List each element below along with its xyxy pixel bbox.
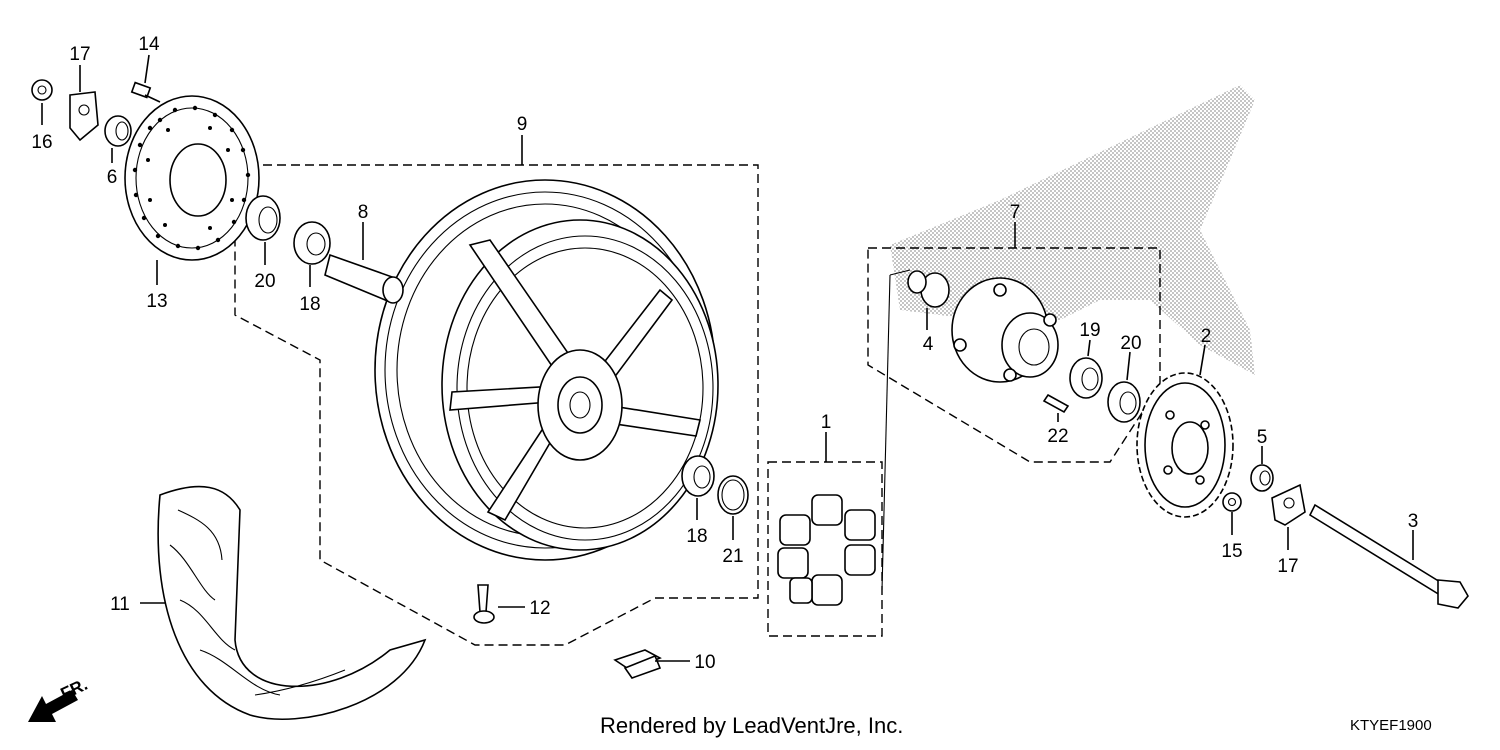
part-label-20-right: 20 — [1120, 333, 1141, 354]
hub-group-outline — [867, 247, 1161, 463]
nut-15 — [1222, 492, 1242, 512]
part-label-2: 2 — [1201, 326, 1212, 347]
collar-6 — [104, 115, 132, 147]
part-label-12: 12 — [529, 598, 550, 619]
bearing-20-left — [245, 195, 281, 241]
brake-disc — [124, 95, 260, 261]
bracket-17-right — [1271, 483, 1306, 526]
spacer-8 — [324, 253, 404, 304]
clip-10 — [613, 649, 662, 679]
footer-credit: Rendered by LeadVentJre, Inc. — [600, 713, 903, 738]
nut-16 — [31, 79, 53, 101]
bearing-18-left — [293, 221, 331, 265]
diagram-code: KTYEF1900 — [1350, 717, 1432, 734]
part-label-15: 15 — [1221, 541, 1242, 562]
part-label-17-left: 17 — [69, 44, 90, 65]
collar-4 — [907, 270, 950, 308]
part-label-22: 22 — [1047, 426, 1068, 447]
part-label-17-right: 17 — [1277, 556, 1298, 577]
ring-21 — [717, 475, 749, 515]
part-label-5: 5 — [1257, 427, 1268, 448]
driven-flange — [951, 277, 1059, 383]
wheel-group-outline — [234, 164, 759, 646]
part-label-1: 1 — [821, 412, 832, 433]
bracket-17-left — [69, 91, 99, 142]
damper-rubbers — [777, 494, 876, 606]
part-label-4: 4 — [923, 334, 934, 355]
damper-group-outline — [767, 461, 883, 637]
tire — [157, 485, 427, 720]
leader-lines — [41, 54, 1414, 662]
front-direction-arrow: FR. — [28, 675, 91, 722]
bearing-19 — [1069, 357, 1103, 399]
wheel — [374, 179, 719, 561]
part-label-14: 14 — [138, 34, 160, 55]
bearing-20-right — [1107, 381, 1141, 423]
collar-5 — [1250, 464, 1274, 492]
part-label-3: 3 — [1408, 511, 1419, 532]
pin-22 — [1042, 393, 1070, 414]
part-label-19: 19 — [1079, 320, 1100, 341]
sprocket — [1136, 372, 1234, 518]
part-label-11: 11 — [110, 594, 130, 615]
part-label-9: 9 — [517, 114, 528, 135]
part-label-20-left: 20 — [254, 271, 275, 292]
part-label-7: 7 — [1010, 202, 1021, 223]
part-label-18-left: 18 — [299, 294, 320, 315]
part-label-21: 21 — [722, 546, 743, 567]
part-label-13: 13 — [146, 291, 167, 312]
axle-3 — [1308, 503, 1469, 609]
bearing-18-right — [681, 455, 715, 497]
part-label-18-right: 18 — [686, 526, 707, 547]
valve-12 — [473, 584, 495, 624]
part-label-6: 6 — [107, 167, 118, 188]
part-label-16: 16 — [31, 132, 52, 153]
part-label-8: 8 — [358, 202, 369, 223]
bolt-14 — [130, 81, 161, 103]
part-label-10: 10 — [694, 652, 715, 673]
